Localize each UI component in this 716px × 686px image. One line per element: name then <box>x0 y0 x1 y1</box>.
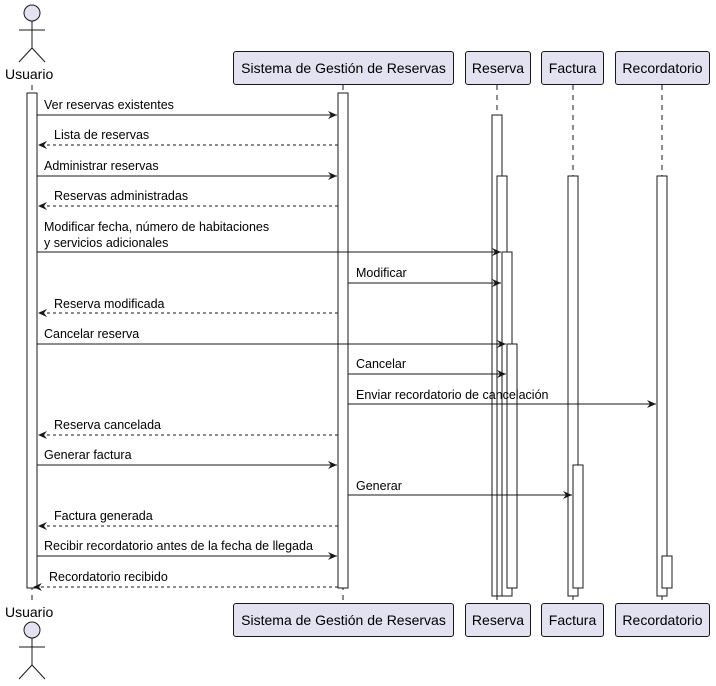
actor-usuario-bottom-label: Usuario <box>5 604 54 620</box>
participant-recordatorio-bottom: Recordatorio <box>615 603 710 637</box>
actor-usuario-bottom-icon <box>18 621 46 680</box>
activation-reserva-4 <box>506 343 518 589</box>
participant-factura-bottom: Factura <box>541 603 604 637</box>
message-label: Cancelar reserva <box>44 327 140 341</box>
message-label: Cancelar <box>356 357 407 371</box>
message-label: Factura generada <box>54 509 153 523</box>
activation-sistema <box>337 92 349 589</box>
message-label: Recordatorio recibido <box>49 570 168 584</box>
participant-reserva-bottom: Reserva <box>465 603 531 637</box>
participant-recordatorio-top: Recordatorio <box>615 51 710 85</box>
message-label: Modificar <box>356 266 407 280</box>
participant-sistema-bottom: Sistema de Gestión de Reservas <box>233 603 454 637</box>
message-label: Lista de reservas <box>54 128 150 142</box>
message-label: Recibir recordatorio antes de la fecha d… <box>44 539 313 553</box>
message-label: y servicios adicionales <box>44 236 169 250</box>
activation-factura-1 <box>567 175 579 597</box>
message-label: Reserva modificada <box>54 297 165 311</box>
message-label: Generar <box>356 479 402 493</box>
activation-factura-2 <box>572 464 584 589</box>
participant-sistema-top: Sistema de Gestión de Reservas <box>233 51 454 85</box>
message-label: Reservas administradas <box>54 189 189 203</box>
activation-usuario <box>26 92 38 589</box>
message-label: Ver reservas existentes <box>44 98 174 112</box>
message-label: Modificar fecha, número de habitaciones <box>44 220 270 234</box>
participant-factura-top: Factura <box>541 51 604 85</box>
message-label: Reserva cancelada <box>54 418 162 432</box>
message-label: Generar factura <box>44 448 132 462</box>
message-label: Enviar recordatorio de cancelación <box>356 388 549 402</box>
participant-reserva-top: Reserva <box>465 51 531 85</box>
activation-recordatorio-2 <box>661 555 673 589</box>
message-label: Administrar reservas <box>44 159 159 173</box>
actor-usuario-top-icon <box>18 4 46 63</box>
actor-usuario-top-label: Usuario <box>5 66 54 82</box>
activation-recordatorio-1 <box>656 175 668 597</box>
